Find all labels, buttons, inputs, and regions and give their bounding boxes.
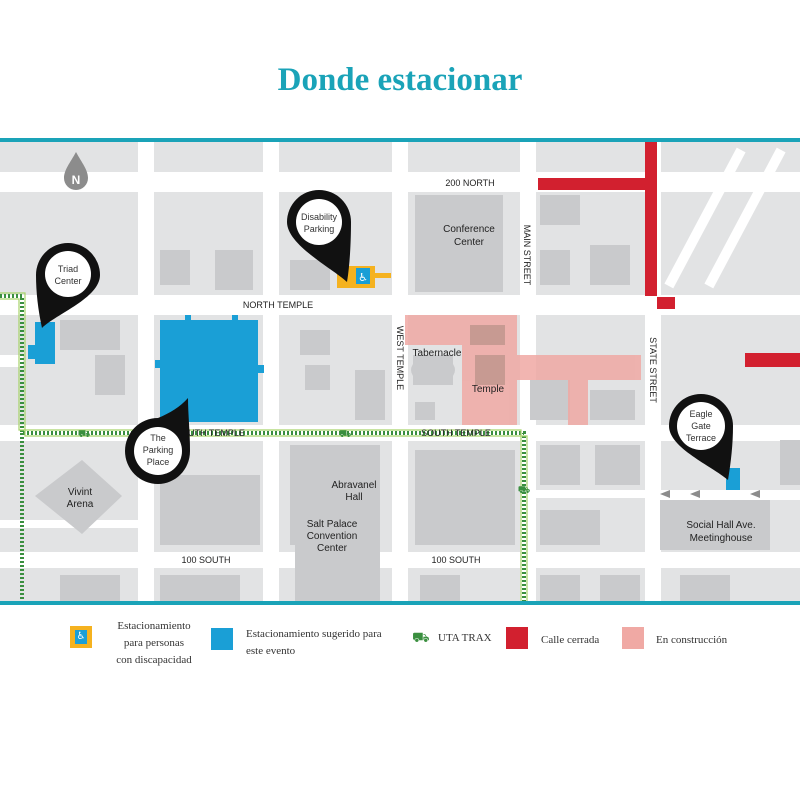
building-label-vivint-1: Vivint bbox=[68, 487, 92, 498]
street-label-200-north: 200 NORTH bbox=[445, 178, 494, 188]
eagle-gate-lot bbox=[726, 468, 740, 490]
buildings bbox=[35, 195, 800, 602]
legend-swatch-closed bbox=[506, 627, 528, 649]
pin-label-triad-1: Triad bbox=[58, 264, 78, 274]
trax-icon: ⛟ bbox=[339, 429, 352, 440]
building-label-conference-1: Conference bbox=[443, 224, 495, 235]
legend-swatch-construction bbox=[622, 627, 644, 649]
trax-icon: ⛟ bbox=[412, 630, 430, 646]
building-label-tabernacle: Tabernacle bbox=[413, 348, 462, 359]
north-arrow-icon bbox=[64, 152, 88, 190]
building-label-temple: Temple bbox=[472, 384, 505, 395]
legend-label-closed: Calle cerrada bbox=[541, 634, 600, 646]
pin-label-triad-2: Center bbox=[54, 276, 81, 286]
trax-line bbox=[0, 294, 526, 602]
street-label-north-temple: NORTH TEMPLE bbox=[243, 300, 313, 310]
street-label-100-south-right: 100 SOUTH bbox=[431, 555, 480, 565]
one-way-arrows bbox=[660, 490, 760, 498]
svg-text:♿: ♿ bbox=[358, 271, 368, 284]
street-label-west-temple: WEST TEMPLE bbox=[395, 326, 405, 390]
pin-label-disability-2: Parking bbox=[304, 224, 335, 234]
pin-label-eagle-1: Eagle bbox=[689, 409, 712, 419]
pin-parking-place[interactable]: The Parking Place bbox=[125, 398, 190, 484]
pin-label-disability-1: Disability bbox=[301, 212, 338, 222]
trax-stations: ⛟ ⛟ ⛟ bbox=[78, 429, 531, 496]
street-label-100-south-left: 100 SOUTH bbox=[181, 555, 230, 565]
suggested-parking-areas bbox=[28, 315, 740, 490]
street-label-south-temple-right: SOUTH TEMPLE bbox=[421, 428, 491, 438]
pin-label-parking-place-2: Parking bbox=[143, 445, 174, 455]
streets bbox=[0, 141, 800, 602]
legend-swatch-suggested bbox=[211, 628, 233, 650]
street-label-main-street: MAIN STREET bbox=[522, 225, 532, 286]
page-title: Donde estacionar bbox=[277, 62, 523, 98]
pin-label-eagle-2: Gate bbox=[691, 421, 711, 431]
pin-label-parking-place-1: The bbox=[150, 433, 166, 443]
tabernacle-dome bbox=[411, 356, 455, 384]
pin-label-eagle-3: Terrace bbox=[686, 433, 716, 443]
pin-label-parking-place-3: Place bbox=[147, 457, 170, 467]
top-frame-line bbox=[0, 138, 800, 142]
building-label-social-hall-2: Meetinghouse bbox=[690, 533, 753, 544]
building-label-abravanel-1: Abravanel bbox=[331, 480, 376, 491]
wheelchair-icon: ♿ bbox=[75, 630, 87, 644]
building-label-vivint-2: Arena bbox=[67, 499, 94, 510]
closed-streets bbox=[538, 141, 800, 367]
parking-place-lot bbox=[160, 320, 258, 422]
building-label-social-hall-1: Social Hall Ave. bbox=[686, 520, 755, 531]
legend-label-suggested: Estacionamiento sugerido para este event… bbox=[246, 628, 382, 657]
street-label-south-temple-left: SOUTH TEMPLE bbox=[175, 428, 245, 438]
pin-eagle-gate[interactable]: Eagle Gate Terrace bbox=[669, 394, 733, 480]
legend-swatch-disability: ♿ bbox=[70, 626, 92, 648]
temple-building bbox=[470, 325, 505, 385]
building-label-salt-palace-2: Convention bbox=[307, 531, 358, 542]
pin-triad-center[interactable]: Triad Center bbox=[36, 243, 100, 328]
building-label-salt-palace-3: Center bbox=[317, 543, 348, 554]
north-arrow-label: N bbox=[72, 173, 81, 187]
pin-disability-parking[interactable]: Disability Parking bbox=[287, 190, 351, 282]
trax-icon: ⛟ bbox=[518, 485, 531, 496]
building-label-salt-palace-1: Salt Palace bbox=[307, 519, 358, 530]
trax-icon: ⛟ bbox=[78, 429, 91, 440]
triad-center-lot bbox=[35, 322, 55, 364]
building-label-conference-2: Center bbox=[454, 237, 485, 248]
legend-label-construction: En construcción bbox=[656, 634, 728, 646]
building-label-abravanel-2: Hall bbox=[345, 492, 362, 503]
wheelchair-icon bbox=[356, 268, 370, 284]
legend-label-trax: UTA TRAX bbox=[438, 632, 492, 644]
street-label-state-street: STATE STREET bbox=[648, 337, 658, 403]
bottom-frame-line bbox=[0, 601, 800, 605]
legend-label-disability: Estacionamiento para personas con discap… bbox=[116, 620, 192, 666]
